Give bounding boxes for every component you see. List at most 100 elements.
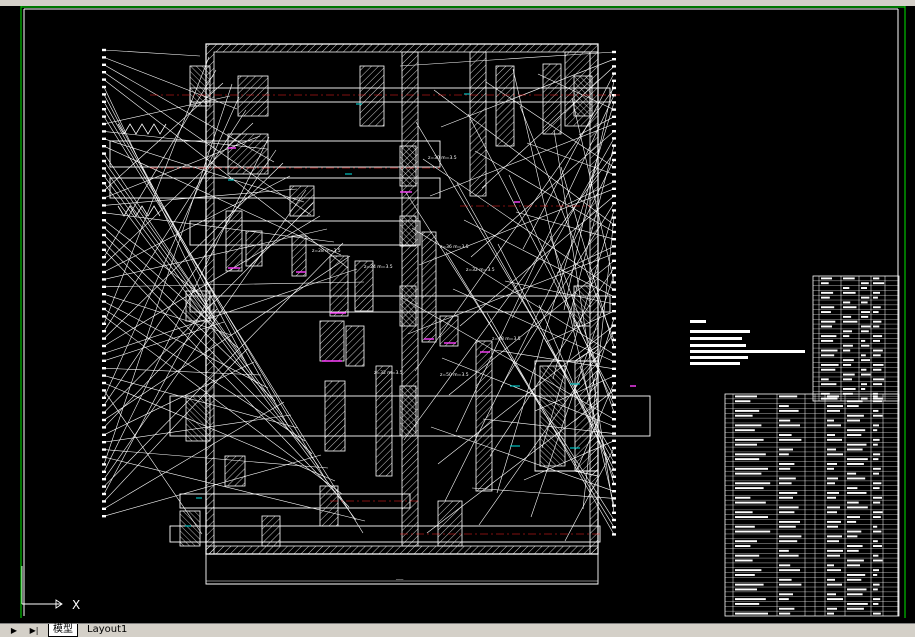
- table-cell-text: [873, 482, 882, 485]
- leader-line: [422, 158, 615, 290]
- table-cell-text: [843, 363, 852, 366]
- table-cell-text: [827, 453, 843, 456]
- table-cell-text: [735, 574, 755, 576]
- table-cell-text: [827, 607, 837, 610]
- table-cell-text: [873, 496, 882, 499]
- table-cell-text: [873, 612, 881, 615]
- table-cell-text: [873, 320, 882, 323]
- table-cell-text: [873, 588, 878, 591]
- table-cell-text: [843, 277, 855, 280]
- table-cell-text: [873, 540, 878, 543]
- callout-number: [102, 492, 106, 496]
- leader-line: [103, 138, 305, 203]
- table-cell-text: [827, 554, 840, 557]
- leader-line: [103, 49, 201, 57]
- callout-number: [612, 446, 616, 450]
- table-cell-text: [779, 612, 791, 615]
- table-cell-text: [821, 339, 834, 342]
- callout-number: [102, 404, 106, 407]
- table-cell-text: [779, 520, 800, 523]
- table-cell-text: [873, 306, 881, 309]
- tab-scroll-prev-icon[interactable]: ▶: [10, 626, 18, 635]
- table-cell-text: [843, 344, 853, 347]
- callout-number: [612, 158, 616, 162]
- callout-number: [612, 238, 616, 241]
- table-cell-text: [735, 443, 757, 446]
- table-cell-text: [827, 612, 834, 615]
- drawing-canvas[interactable]: ───: [0, 6, 915, 623]
- callout-number: [612, 50, 616, 54]
- callout-number: [612, 310, 616, 313]
- callout-number: [612, 115, 616, 118]
- table-cell-text: [847, 602, 868, 605]
- centerlines: [150, 94, 620, 535]
- tab-scroll-last-icon[interactable]: ▶|: [29, 626, 39, 635]
- callout-number: [102, 515, 106, 518]
- leader-line: [103, 79, 349, 269]
- table-cell-text: [827, 520, 841, 523]
- table-cell-text: [735, 598, 766, 601]
- table-cell-text: [861, 296, 870, 299]
- svg-text:───: ───: [395, 577, 404, 582]
- callout-number: [612, 396, 616, 399]
- leader-line: [103, 188, 298, 206]
- callout-number: [102, 270, 106, 274]
- callout-number: [102, 78, 106, 81]
- table-cell-text: [873, 277, 880, 280]
- table-cell-text: [843, 373, 855, 376]
- callout-number: [102, 152, 106, 155]
- leader-line: [560, 166, 615, 348]
- callout-number: [612, 216, 616, 219]
- callout-number: [612, 403, 616, 406]
- leader-line: [564, 447, 615, 542]
- table-cell-text: [735, 569, 762, 572]
- dim-gear3: z=28 m=3.5: [312, 248, 341, 254]
- table-cell-text: [827, 540, 839, 543]
- callout-number: [102, 115, 106, 118]
- callout-number: [102, 344, 106, 348]
- table-cell-text: [847, 434, 862, 436]
- tab-layout1[interactable]: Layout1: [87, 624, 128, 635]
- callout-number: [612, 497, 616, 500]
- table-cell-text: [779, 409, 799, 412]
- leader-line: [103, 219, 202, 296]
- table-cell-text: [821, 363, 839, 366]
- table-cell-text: [735, 438, 764, 441]
- callout-number: [102, 204, 106, 207]
- dim-gear1: z=30 m=3.5: [428, 155, 457, 161]
- table-cell-text: [873, 400, 882, 403]
- table-cell-text: [779, 491, 798, 494]
- table-cell-text: [847, 578, 862, 581]
- table-cell-text: [847, 520, 857, 523]
- table-cell-text: [827, 564, 834, 567]
- leader-line: [519, 105, 615, 341]
- callout-number: [102, 337, 106, 340]
- table-cell-text: [779, 453, 789, 456]
- tab-model[interactable]: 模型: [48, 624, 78, 637]
- callout-number: [102, 63, 106, 66]
- table-cell-text: [873, 559, 883, 562]
- table-cell-text: [861, 330, 869, 333]
- table-cell-text: [873, 339, 880, 342]
- leader-line: [103, 361, 255, 436]
- table-cell-text: [861, 315, 869, 318]
- callout-number: [102, 418, 106, 422]
- callout-number: [612, 209, 616, 212]
- callout-number: [102, 85, 106, 89]
- table-cell-text: [779, 540, 798, 543]
- table-cell-text: [735, 414, 753, 417]
- table-cell-text: [827, 419, 834, 422]
- table-cell-text: [861, 373, 871, 376]
- table-cell-text: [843, 287, 850, 289]
- table-cell-text: [843, 349, 851, 352]
- table-cell-text: [821, 383, 837, 386]
- callout-number: [102, 352, 106, 355]
- table-cell-text: [827, 578, 835, 581]
- leader-line: [103, 249, 350, 508]
- table-cell-text: [873, 429, 878, 432]
- table-cell-text: [735, 511, 753, 514]
- callout-number: [102, 381, 106, 385]
- dim-gear4: z=24 m=3.5: [364, 264, 393, 270]
- table-cell-text: [779, 554, 799, 557]
- table-cell-text: [821, 282, 829, 285]
